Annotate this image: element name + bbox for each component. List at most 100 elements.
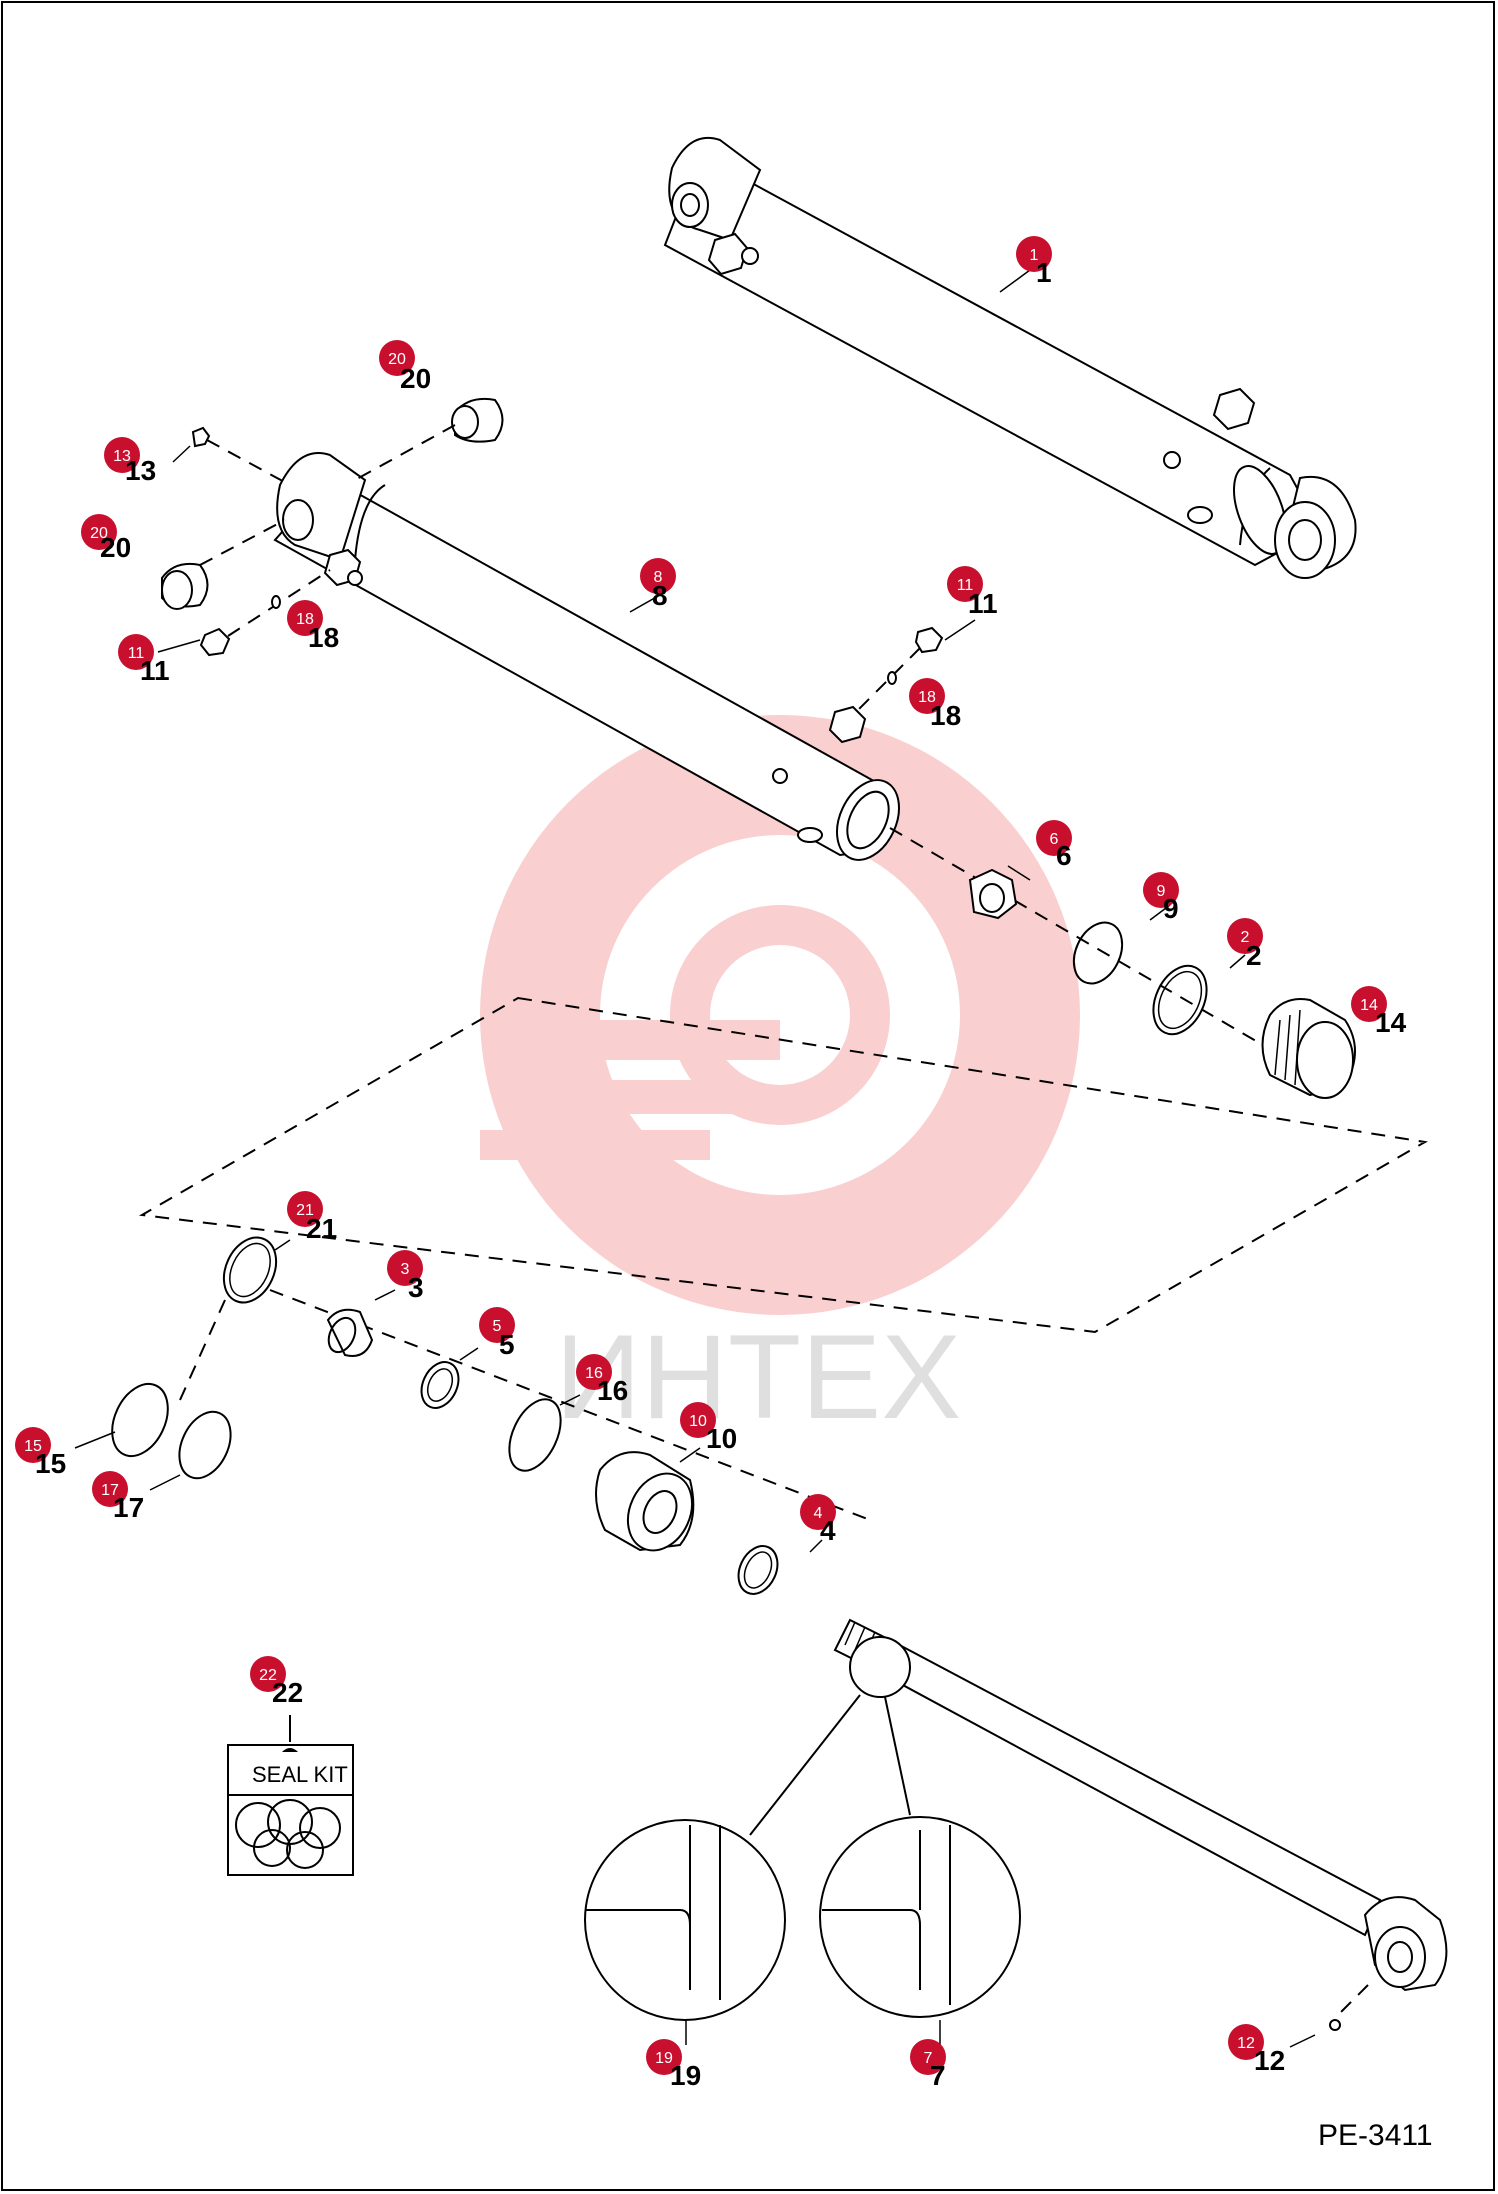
callout-badge-label: 17 — [101, 1482, 119, 1499]
callout-badge-20 — [81, 514, 117, 550]
callout-badge-18 — [909, 678, 945, 714]
part-number-label: 10 — [706, 1423, 737, 1454]
watermark-text: ИНТЕХ — [555, 1310, 961, 1444]
part-16-oring — [508, 1398, 562, 1472]
part-22-seal-kit — [227, 1715, 354, 1876]
drawing-code: PE-3411 — [1318, 2119, 1433, 2152]
callout-badge-label: 14 — [1360, 997, 1378, 1014]
callout-badge-label: 18 — [918, 689, 936, 706]
part-number-label: 20 — [400, 363, 431, 394]
part-number-label: 1 — [1036, 257, 1052, 288]
part-19-rod — [833, 1618, 1448, 2031]
callout-badge-13 — [104, 437, 140, 473]
callout-badge-4 — [800, 1494, 836, 1530]
part-3-bushing — [326, 1308, 374, 1357]
callout-badge-label: 20 — [90, 525, 108, 542]
callout-badge-11 — [947, 566, 983, 602]
part-number-label: 22 — [272, 1677, 303, 1708]
callout-badge-21 — [287, 1191, 323, 1227]
callout-badge-7 — [910, 2039, 946, 2075]
part-18-oring-right — [887, 671, 897, 685]
callout-badge-label: 12 — [1237, 2035, 1255, 2052]
part-9-oring — [1072, 921, 1124, 985]
callout-badge-label: 8 — [654, 569, 663, 586]
callout-badge-14 — [1351, 986, 1387, 1022]
part-number-label: 6 — [1056, 840, 1072, 871]
part-21-wiper — [222, 1236, 278, 1304]
part-number-label: 18 — [930, 700, 961, 731]
centerline-upper — [889, 827, 1281, 1056]
part-2-backup-ring — [1152, 964, 1208, 1036]
callout-badge-label: 22 — [259, 1667, 277, 1684]
assembly-bracket-outline — [138, 996, 1428, 1334]
callout-badge-11 — [118, 634, 154, 670]
callout-badge-20 — [379, 340, 415, 376]
callout-badge-10 — [680, 1402, 716, 1438]
detail-19-rod-profile — [584, 1694, 861, 2021]
part-number-label: 14 — [1375, 1007, 1407, 1038]
part-14-piston — [1261, 998, 1356, 1099]
part-number-label: 4 — [820, 1515, 836, 1546]
part-6-nut — [968, 868, 1018, 920]
part-11-plug-right — [857, 626, 944, 711]
callout-badge-label: 21 — [296, 1202, 314, 1219]
callout-badge-1 — [1016, 236, 1052, 272]
callout-badge-9 — [1143, 872, 1179, 908]
centerline-wiper — [179, 1299, 226, 1401]
callout-badge-18 — [287, 600, 323, 636]
part-18-oring-left — [271, 595, 281, 609]
part-number-label: 11 — [140, 655, 170, 686]
part-15-ring — [111, 1382, 169, 1458]
part-number-label: 3 — [408, 1272, 424, 1303]
callout-badge-15 — [15, 1427, 51, 1463]
watermark-gear-icon — [480, 715, 1080, 1315]
part-number-label: 16 — [597, 1375, 628, 1406]
leader-lines — [74, 445, 1316, 2048]
callout-badge-17 — [92, 1471, 128, 1507]
callout-badge-label: 16 — [585, 1365, 603, 1382]
callout-badge-label: 15 — [24, 1438, 42, 1455]
callout-badge-12 — [1228, 2024, 1264, 2060]
part-number-label: 5 — [499, 1329, 515, 1360]
part-number-label: 17 — [113, 1492, 144, 1523]
part-20-bushing-left — [161, 519, 286, 610]
part-number-label: 21 — [306, 1213, 337, 1244]
callout-badge-label: 5 — [493, 1318, 502, 1335]
part-13-fitting — [191, 426, 291, 486]
callout-badge-5 — [479, 1307, 515, 1343]
callout-badge-label: 11 — [128, 645, 145, 662]
part-number-label: 19 — [670, 2060, 701, 2091]
callout-badge-label: 6 — [1050, 831, 1059, 848]
part-17-ring — [178, 1410, 232, 1480]
detail-7-rod-profile — [819, 1696, 1021, 2018]
callout-badge-label: 9 — [1157, 883, 1166, 900]
callout-badge-label: 10 — [689, 1413, 707, 1430]
callout-badge-2 — [1227, 918, 1263, 954]
part-10-gland — [595, 1451, 695, 1552]
callout-badge-3 — [387, 1250, 423, 1286]
part-number-label: 2 — [1246, 940, 1262, 971]
part-4-nut-seal — [737, 1545, 779, 1595]
callout-badge-19 — [646, 2039, 682, 2075]
callout-badge-label: 20 — [388, 351, 406, 368]
part-1-cylinder-assembly — [663, 136, 1357, 579]
callout-badge-label: 18 — [296, 611, 314, 628]
callout-badge-label: 7 — [924, 2050, 933, 2067]
callout-badge-label: 2 — [1241, 929, 1250, 946]
callout-badge-label: 19 — [655, 2050, 673, 2067]
callout-badge-label: 3 — [401, 1261, 410, 1278]
callout-badge-label: 13 — [113, 448, 131, 465]
part-number-label: 13 — [125, 455, 156, 486]
callout-badge-label: 11 — [957, 577, 974, 594]
part-number-label: 9 — [1163, 893, 1179, 924]
part-number-label: 12 — [1254, 2045, 1285, 2076]
part-5-seal — [420, 1361, 460, 1409]
part-number-label: 15 — [35, 1448, 66, 1479]
part-number-label: 18 — [308, 622, 339, 653]
callout-badge-label: 1 — [1030, 247, 1039, 264]
part-number-label: 7 — [930, 2060, 946, 2091]
callout-badge-16 — [576, 1354, 612, 1390]
